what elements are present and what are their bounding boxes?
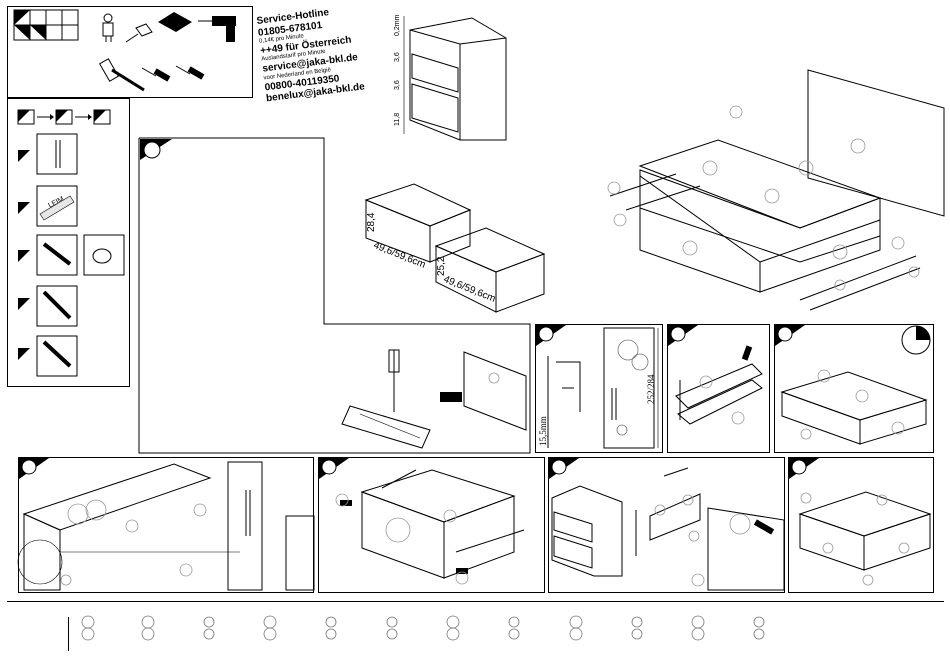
- footer-pictograms: [0, 0, 950, 660]
